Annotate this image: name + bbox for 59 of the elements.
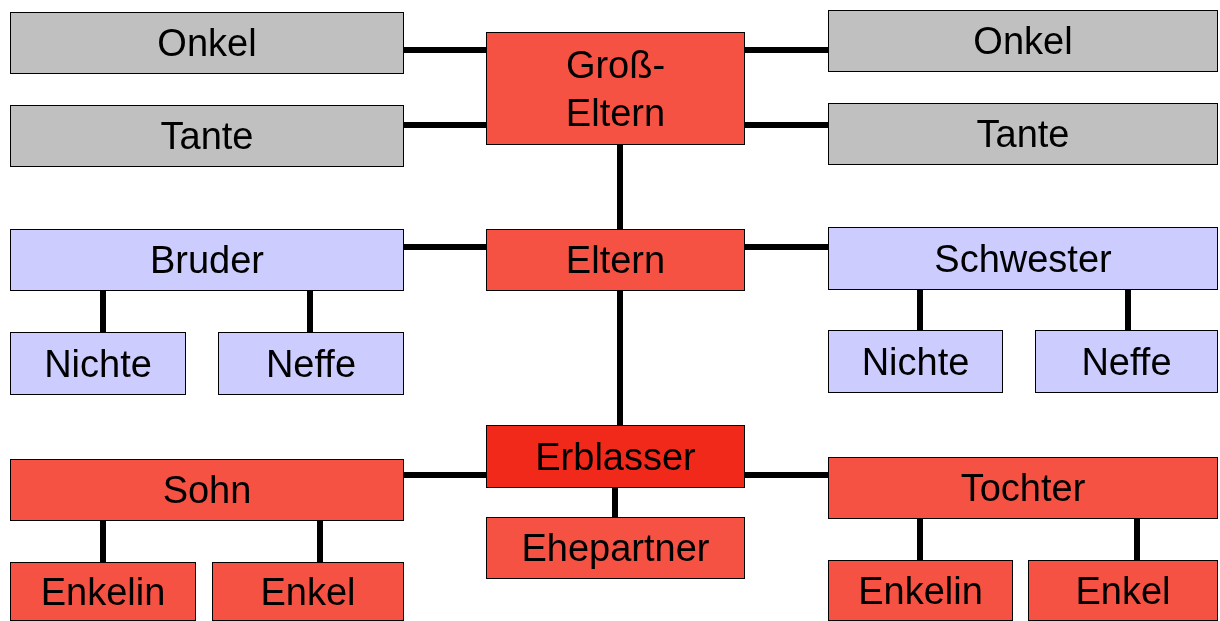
- connector-line: [100, 291, 106, 332]
- connector-line: [404, 472, 486, 478]
- relative-label: Ehepartner: [521, 526, 710, 571]
- relative-box: [486, 517, 745, 579]
- relative-label: Neffe: [1081, 339, 1172, 385]
- connector-line: [612, 488, 618, 517]
- relative-label: Onkel: [973, 19, 1073, 64]
- relative-label: Enkel: [260, 569, 356, 615]
- relative-box: [828, 10, 1218, 72]
- relative-label: Erblasser: [535, 434, 696, 480]
- relative-box: [10, 332, 186, 395]
- relative-box: [10, 105, 404, 167]
- relative-box: [486, 32, 745, 145]
- relative-box: [10, 459, 404, 521]
- relative-box: [10, 12, 404, 74]
- relative-box: [828, 330, 1003, 393]
- relative-label: Nichte: [861, 339, 970, 385]
- relative-label: Tochter: [960, 466, 1086, 511]
- connector-line: [917, 519, 923, 560]
- relative-box: [212, 562, 404, 621]
- relative-box: [218, 332, 404, 395]
- relative-box: [10, 562, 196, 621]
- connector-line: [917, 290, 923, 330]
- connector-line: [745, 244, 828, 250]
- relative-label: Tante: [976, 112, 1070, 157]
- connector-line: [745, 122, 828, 128]
- connector-line: [745, 472, 828, 478]
- relative-box: [1035, 330, 1218, 393]
- relative-box: [828, 457, 1218, 519]
- relative-label: Nichte: [44, 341, 152, 387]
- connector-line: [404, 47, 486, 53]
- connector-line: [100, 521, 106, 562]
- connector-line: [404, 244, 486, 250]
- relative-label: Schwester: [934, 236, 1112, 282]
- relative-label: Onkel: [157, 21, 257, 66]
- relative-label: Tante: [160, 114, 254, 159]
- relative-label: Sohn: [162, 468, 252, 513]
- connector-line: [307, 291, 313, 332]
- relative-label: Enkelin: [858, 568, 983, 614]
- connector-line: [317, 521, 323, 562]
- connector-line: [404, 122, 486, 128]
- relative-box: [1028, 560, 1218, 621]
- connector-line: [1134, 519, 1140, 560]
- relative-label: Enkelin: [40, 569, 166, 615]
- relative-box: [10, 229, 404, 291]
- relative-label: Eltern: [565, 238, 666, 283]
- relative-label: Groß- Eltern: [564, 42, 667, 136]
- relative-box: [486, 425, 745, 488]
- relative-box: [828, 560, 1013, 621]
- connector-line: [617, 291, 623, 425]
- relative-box: [828, 227, 1218, 290]
- connector-line: [617, 145, 623, 229]
- relative-label: Enkel: [1075, 568, 1171, 614]
- connector-line: [1125, 290, 1131, 330]
- relative-label: Bruder: [149, 238, 265, 283]
- relative-label: Neffe: [265, 341, 357, 387]
- connector-line: [745, 47, 828, 53]
- relative-box: [486, 229, 745, 291]
- relative-box: [828, 103, 1218, 165]
